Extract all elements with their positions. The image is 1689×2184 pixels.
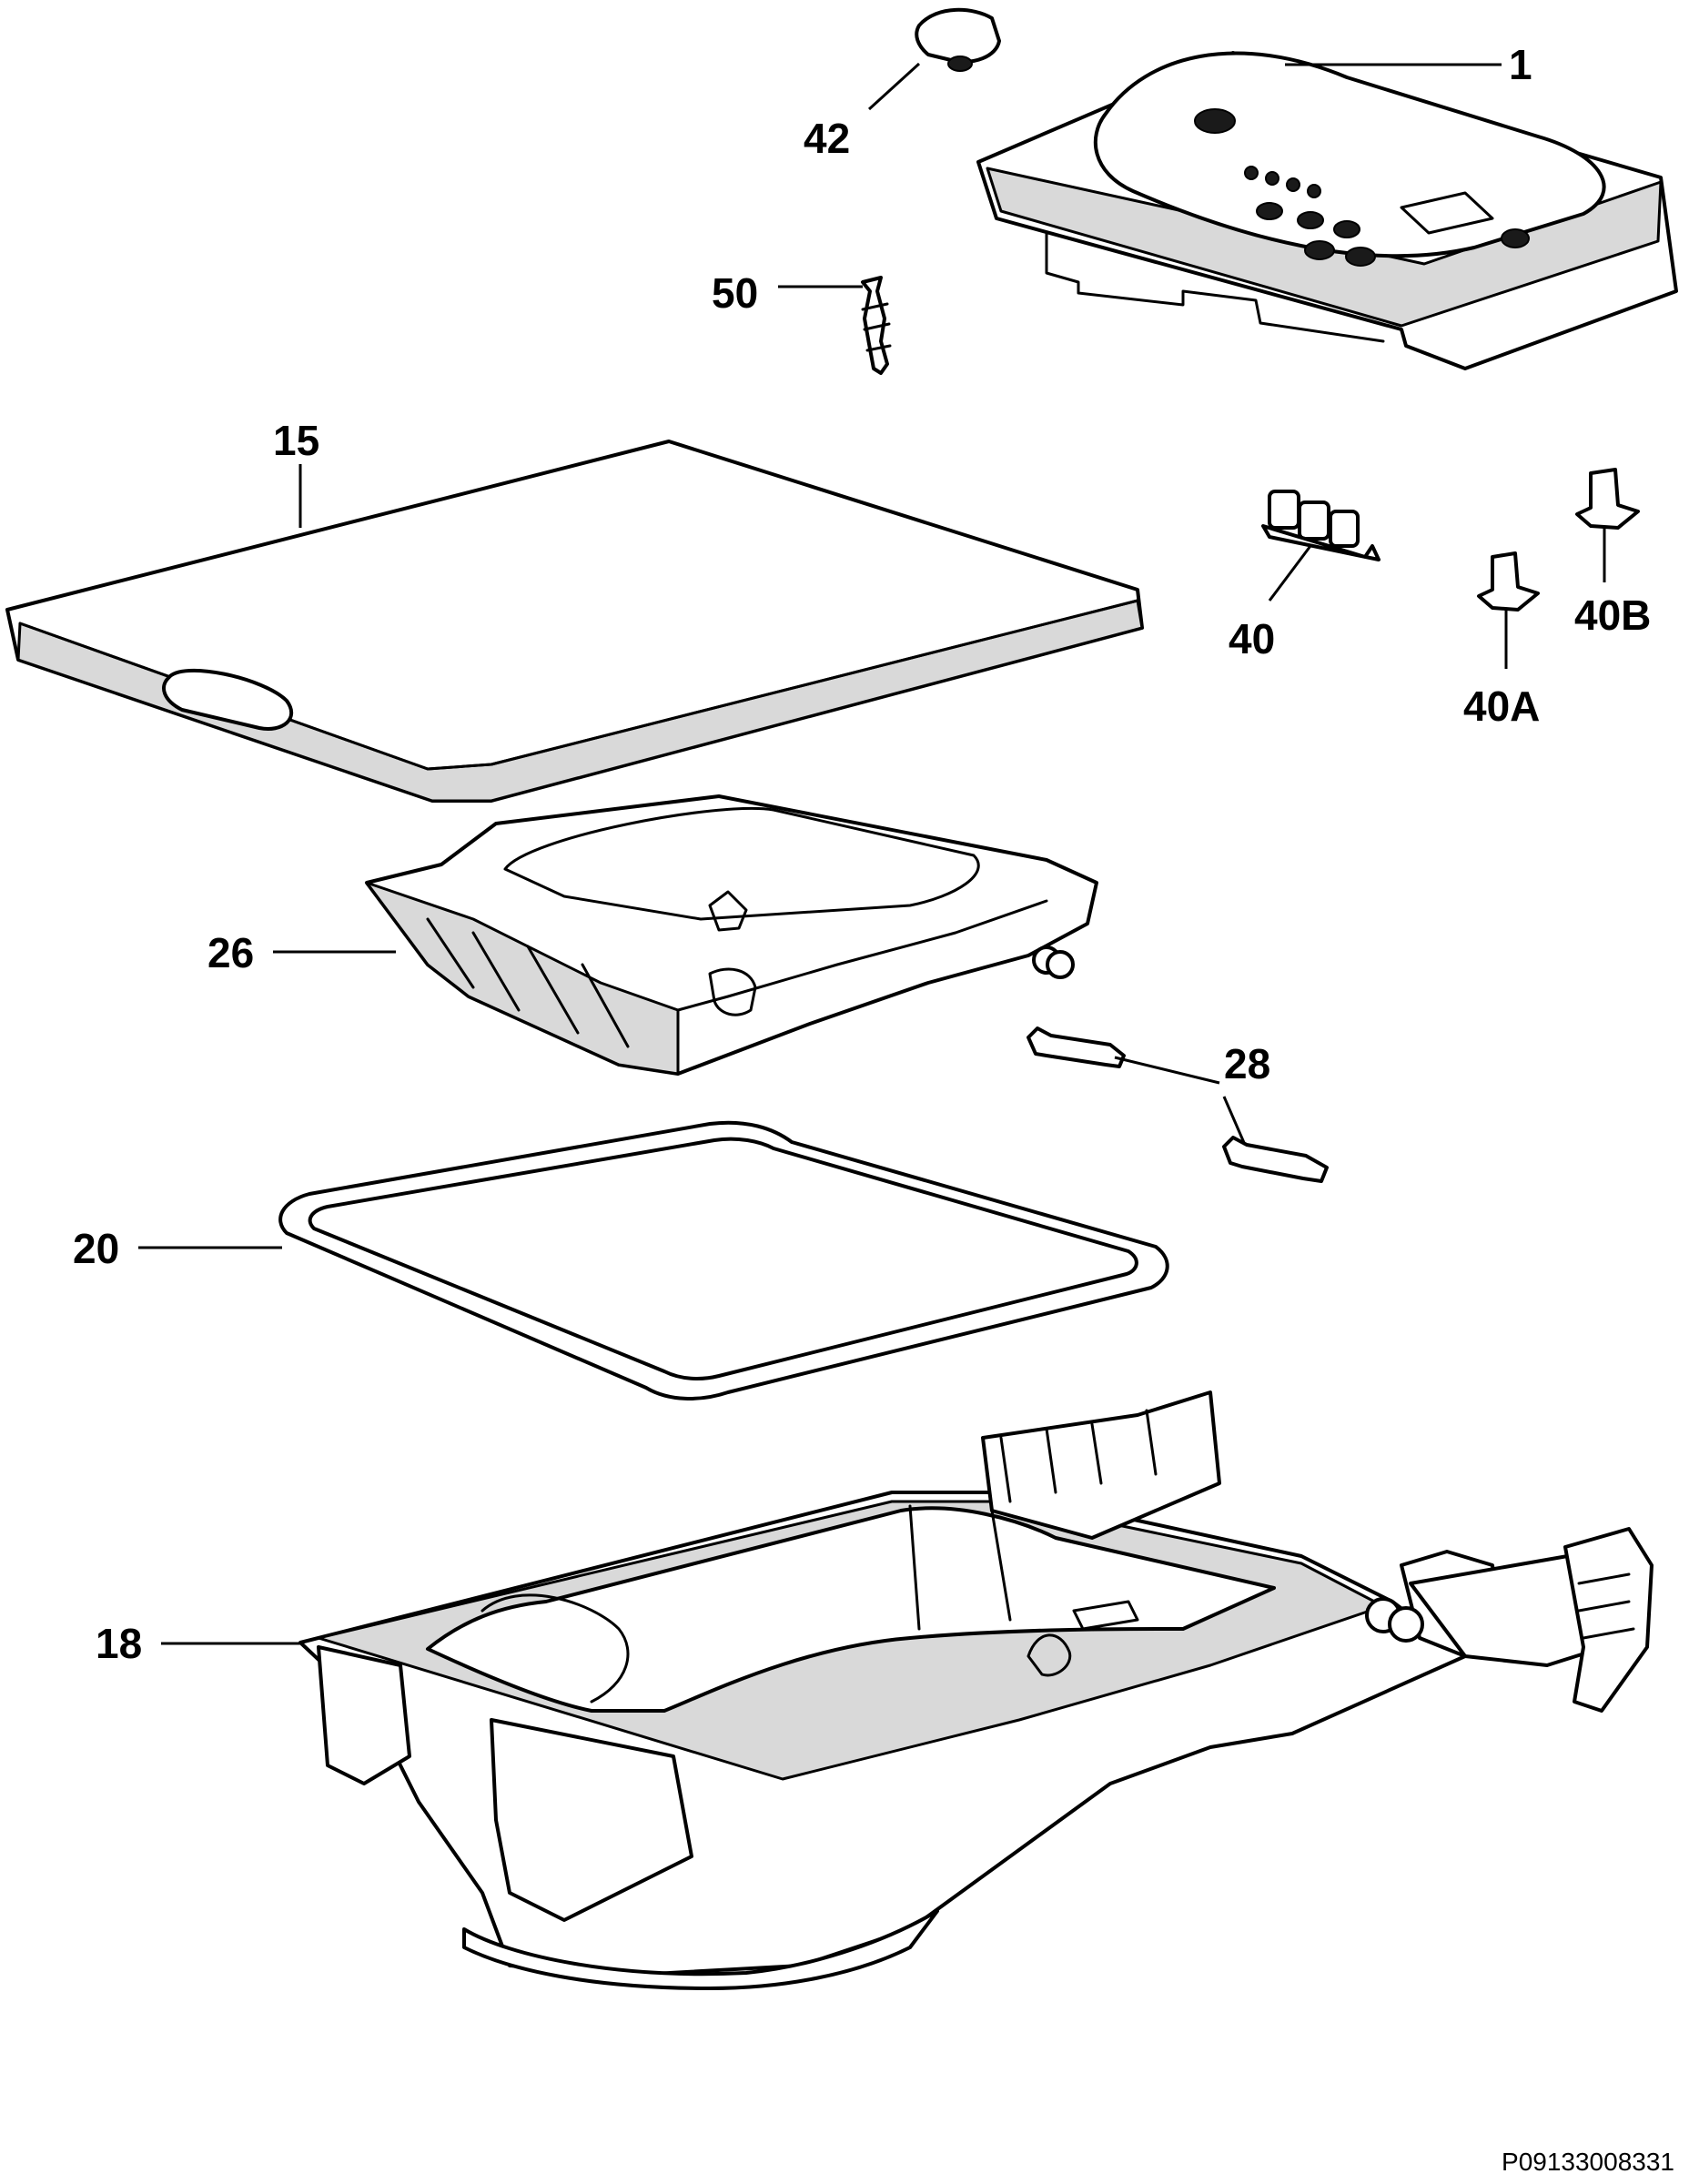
callout-40a: 40A	[1463, 682, 1540, 730]
callout-1: 1	[1509, 41, 1532, 88]
part-40a-switch	[1477, 551, 1540, 612]
part-40b-switch	[1575, 468, 1640, 530]
part-18-base-frame	[298, 1390, 1654, 1990]
leader-28a	[1114, 1056, 1220, 1085]
part-50-screw	[861, 276, 892, 375]
part-40-switch-block	[1261, 490, 1381, 561]
callout-20: 20	[73, 1225, 119, 1272]
callout-28: 28	[1224, 1040, 1270, 1087]
part-20-gasket	[278, 1120, 1169, 1400]
part-1-control-panel	[976, 51, 1678, 370]
leader-lines	[138, 62, 1606, 1645]
part-28-pins	[1027, 1026, 1329, 1183]
leader-42	[867, 62, 921, 111]
callout-26: 26	[207, 929, 254, 976]
callout-40: 40	[1229, 615, 1275, 662]
callout-50: 50	[712, 269, 758, 317]
part-26-dispenser	[365, 794, 1098, 1076]
leader-28b	[1222, 1096, 1247, 1146]
part-15-lid	[5, 440, 1144, 803]
part-42-knob	[915, 7, 1001, 72]
callout-labels: 1 42 50 15 40 40A 40B 26 28 20 18	[73, 41, 1651, 1667]
drawing-code: P09133008331	[1502, 2148, 1674, 2176]
callout-18: 18	[96, 1620, 142, 1667]
callout-15: 15	[273, 417, 319, 464]
leader-40	[1268, 545, 1312, 602]
callout-42: 42	[804, 115, 850, 162]
callout-40b: 40B	[1574, 592, 1651, 639]
